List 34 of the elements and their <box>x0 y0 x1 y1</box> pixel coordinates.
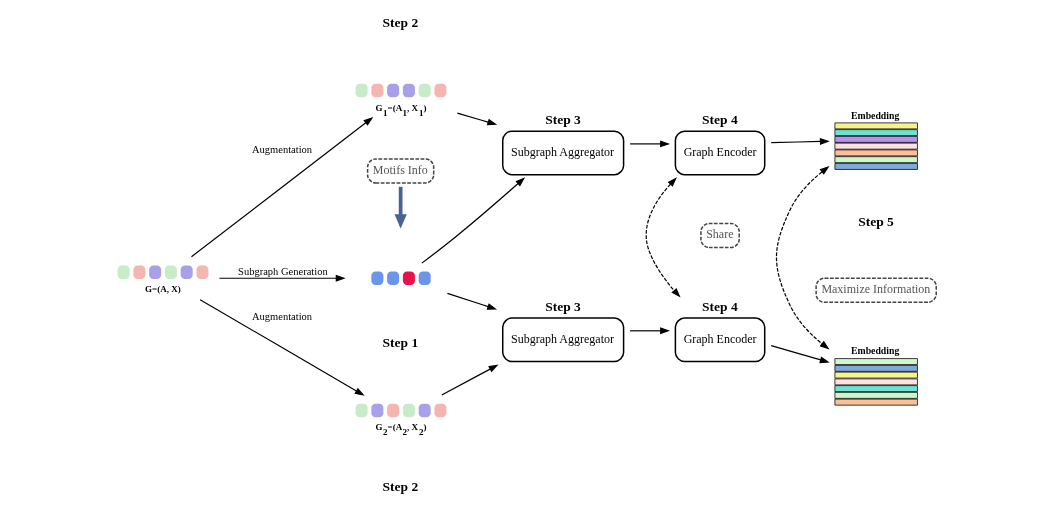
node-box: Maximize Information <box>815 277 937 304</box>
label: Step 5 <box>858 214 894 230</box>
arrow <box>775 166 830 350</box>
arrow <box>190 117 374 258</box>
node-box: Motifs Info <box>366 158 435 184</box>
arrow <box>629 140 671 148</box>
node-label: G=(A, X) <box>145 284 181 295</box>
arrow <box>446 292 498 310</box>
arrow <box>456 112 498 126</box>
edge-label: Augmentation <box>252 310 313 322</box>
node-label: Step 4 <box>702 111 738 127</box>
node-label: Embedding <box>851 109 900 121</box>
arrow <box>421 177 526 264</box>
node-box: Subgraph Aggregator <box>502 130 625 176</box>
arrow <box>770 344 830 364</box>
node-box: Graph Encoder <box>674 130 766 176</box>
arrow <box>645 177 681 298</box>
node-label: Step 4 <box>702 298 738 314</box>
label: Step 2 <box>382 479 419 495</box>
edge-label: Subgraph Generation <box>238 266 328 278</box>
node-label: Step 3 <box>545 111 581 127</box>
label: Step 2 <box>382 15 419 31</box>
arrow <box>218 274 346 282</box>
node-box: Subgraph Aggregator <box>502 317 625 363</box>
node-label: Step 3 <box>545 298 581 314</box>
arrow <box>199 299 365 396</box>
arrow <box>441 364 499 396</box>
node-label: Embedding <box>851 345 900 357</box>
arrow <box>770 138 830 145</box>
edge-label: Augmentation <box>252 144 313 156</box>
label: Step 1 <box>382 334 419 350</box>
node-box: Share <box>700 222 740 249</box>
node-box: Graph Encoder <box>674 317 766 363</box>
arrow <box>629 327 671 335</box>
